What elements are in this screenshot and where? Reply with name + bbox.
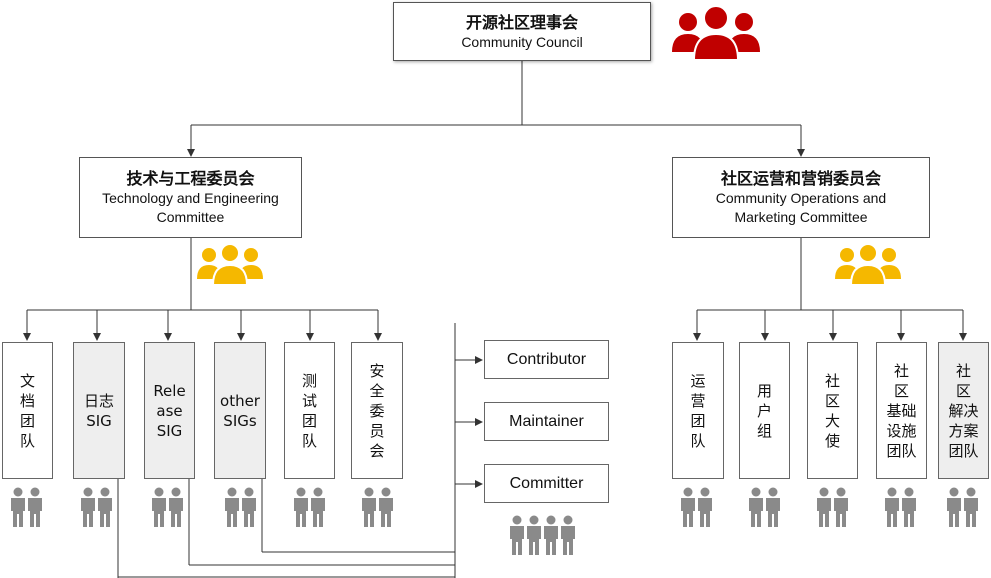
people-icon bbox=[152, 487, 183, 527]
people-icon bbox=[817, 487, 848, 527]
council-title-zh: 开源社区理事会 bbox=[465, 12, 578, 32]
people-icon bbox=[947, 487, 978, 527]
tech-engineering-committee-box[interactable]: 技术与工程委员会 Technology and Engineering Comm… bbox=[79, 157, 302, 238]
group-icon bbox=[835, 243, 901, 285]
tech-committee-title-en: Technology and Engineering Committee bbox=[102, 190, 279, 225]
tech-committee-title-zh: 技术与工程委员会 bbox=[126, 169, 255, 188]
ops-committee-title-zh: 社区运营和营销委员会 bbox=[720, 169, 881, 188]
team-release-sig[interactable]: Rele ase SIG bbox=[144, 342, 195, 479]
people-icon bbox=[11, 487, 42, 527]
role-maintainer[interactable]: Maintainer bbox=[484, 402, 609, 441]
people-icon bbox=[362, 487, 393, 527]
group-icon bbox=[197, 243, 263, 285]
team-label: Rele ase SIG bbox=[153, 381, 186, 440]
team-operations[interactable]: 运 营 团 队 bbox=[672, 342, 724, 479]
people-icon bbox=[681, 487, 712, 527]
team-label: 用 户 组 bbox=[756, 381, 772, 440]
team-other-sigs[interactable]: other SIGs bbox=[214, 342, 266, 479]
people-icon bbox=[510, 515, 575, 555]
team-testing[interactable]: 测 试 团 队 bbox=[284, 342, 335, 479]
team-solutions[interactable]: 社 区 解决 方案 团队 bbox=[938, 342, 989, 479]
team-label: 文 档 团 队 bbox=[19, 371, 35, 450]
team-label: 运 营 团 队 bbox=[690, 371, 706, 450]
team-security-committee[interactable]: 安 全 委 员 会 bbox=[351, 342, 403, 479]
team-label: 日志 SIG bbox=[83, 391, 114, 430]
team-label: 社 区 大 使 bbox=[824, 371, 840, 450]
people-icon bbox=[225, 487, 256, 527]
team-label: 测 试 团 队 bbox=[301, 371, 317, 450]
team-infrastructure[interactable]: 社 区 基础 设施 团队 bbox=[876, 342, 927, 479]
team-ambassadors[interactable]: 社 区 大 使 bbox=[807, 342, 858, 479]
team-docs[interactable]: 文 档 团 队 bbox=[2, 342, 53, 479]
team-label: 社 区 基础 设施 团队 bbox=[886, 361, 917, 460]
team-user-groups[interactable]: 用 户 组 bbox=[739, 342, 790, 479]
people-icon bbox=[749, 487, 780, 527]
ops-committee-title-en: Community Operations and Marketing Commi… bbox=[715, 190, 887, 225]
role-committer[interactable]: Committer bbox=[484, 464, 609, 503]
team-label: other SIGs bbox=[220, 391, 260, 430]
community-council-box[interactable]: 开源社区理事会 Community Council bbox=[393, 2, 651, 61]
people-icon bbox=[885, 487, 916, 527]
group-icon bbox=[672, 5, 760, 60]
team-label: 社 区 解决 方案 团队 bbox=[948, 361, 979, 460]
community-ops-marketing-committee-box[interactable]: 社区运营和营销委员会 Community Operations and Mark… bbox=[672, 157, 930, 238]
role-contributor[interactable]: Contributor bbox=[484, 340, 609, 379]
people-icon bbox=[294, 487, 325, 527]
team-label: 安 全 委 员 会 bbox=[369, 361, 385, 460]
team-logging-sig[interactable]: 日志 SIG bbox=[73, 342, 125, 479]
people-icon bbox=[81, 487, 112, 527]
council-title-en: Community Council bbox=[461, 33, 583, 50]
